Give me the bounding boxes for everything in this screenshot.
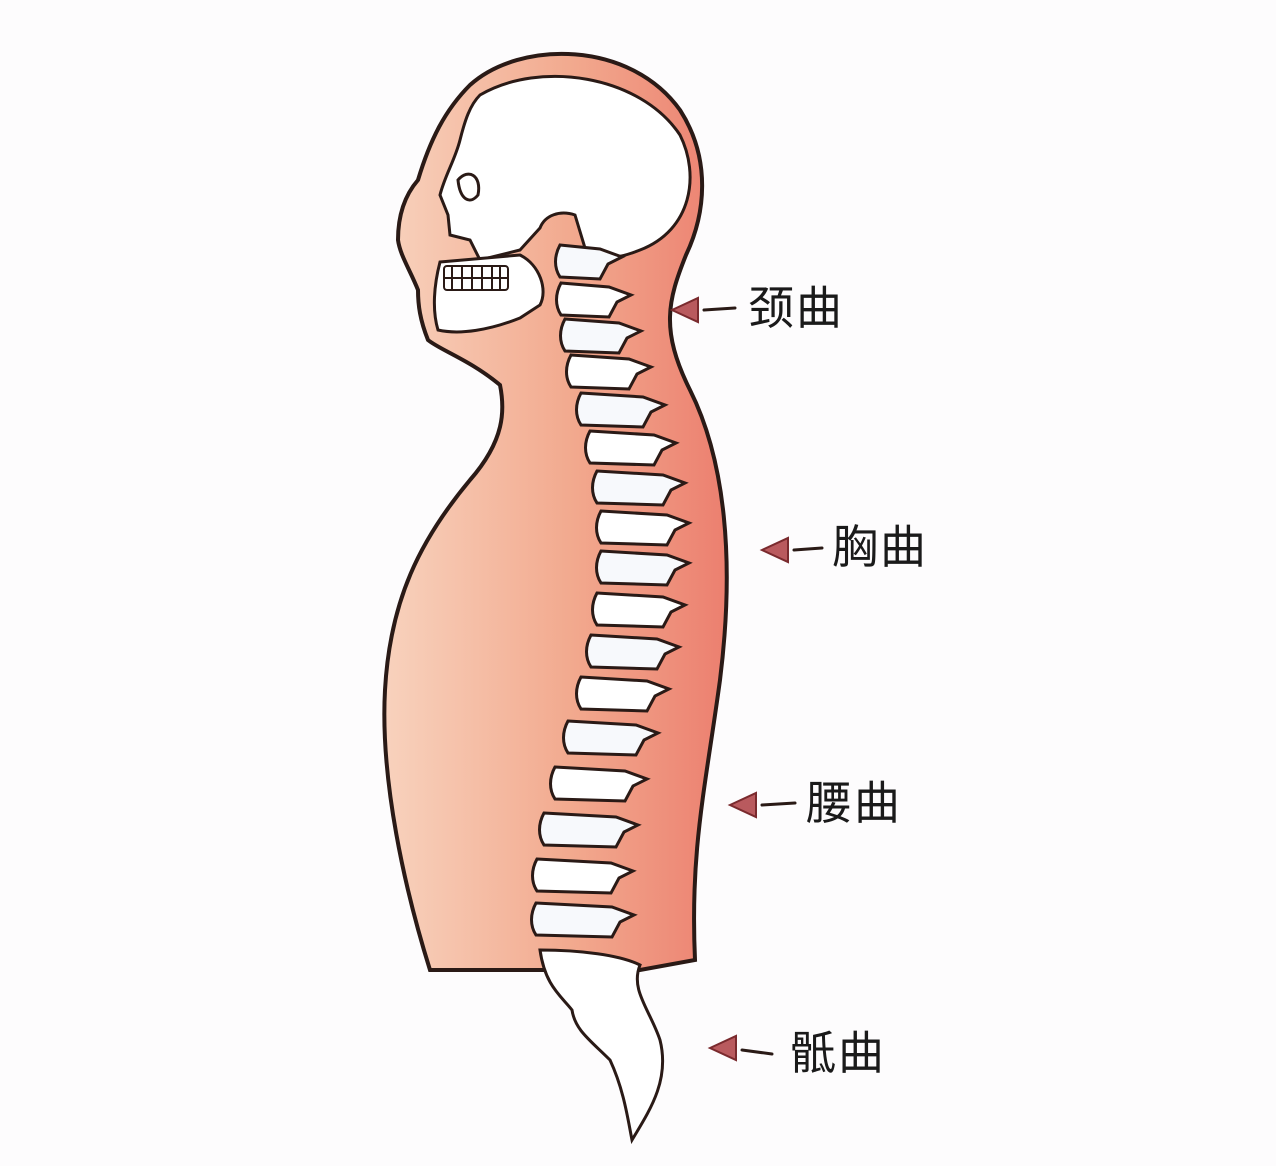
- arrow-sacral: [707, 1034, 774, 1062]
- label-thoracic-curve: 胸曲: [832, 520, 928, 574]
- arrow-lumbar: [727, 791, 797, 819]
- vertebra: [575, 675, 673, 713]
- vertebra: [585, 633, 683, 671]
- label-lumbar-curve: 腰曲: [806, 776, 902, 830]
- vertebra: [591, 469, 689, 507]
- label-sacral-curve: 骶曲: [790, 1026, 886, 1080]
- vertebra: [591, 591, 689, 629]
- eye-socket: [456, 172, 481, 202]
- vertebra: [549, 765, 651, 803]
- vertebra: [559, 317, 645, 355]
- vertebra: [565, 353, 655, 391]
- vertebra: [538, 811, 642, 849]
- vertebra: [554, 243, 626, 281]
- vertebra: [595, 509, 693, 547]
- arrow-thoracic: [759, 536, 824, 564]
- label-cervical-curve: 颈曲: [748, 281, 844, 335]
- vertebra: [562, 719, 662, 757]
- vertebra: [575, 391, 669, 429]
- spine: [530, 243, 693, 939]
- vertebra: [531, 857, 637, 895]
- vertebra: [584, 429, 680, 467]
- vertebra: [555, 281, 635, 319]
- vertebra: [595, 549, 693, 587]
- arrow-cervical: [669, 296, 737, 324]
- teeth: [443, 265, 509, 291]
- sacrum: [538, 948, 665, 1145]
- vertebra: [530, 901, 638, 939]
